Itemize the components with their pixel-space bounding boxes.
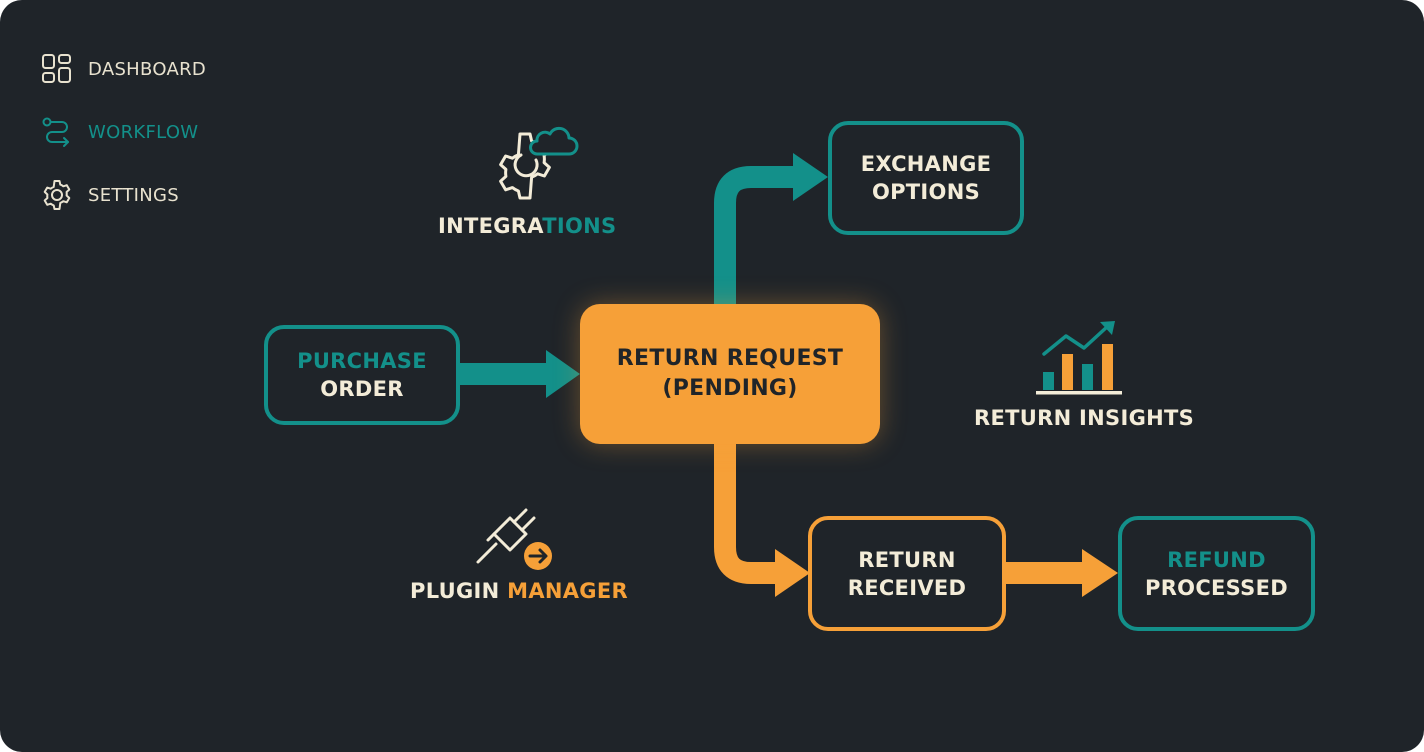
plugin-manager-label-part1: PLUGIN: [410, 579, 508, 603]
node-label-line2: RECEIVED: [847, 575, 967, 600]
arrow-purchase-to-request: [458, 350, 580, 398]
return-insights-label[interactable]: RETURN INSIGHTS: [974, 406, 1195, 430]
sidebar-item-dashboard[interactable]: DASHBOARD: [40, 52, 260, 86]
sidebar-item-label: WORKFLOW: [88, 121, 199, 143]
return-received-node[interactable]: RETURN RECEIVED: [808, 516, 1006, 631]
plugin-manager-label-part2: MANAGER: [507, 579, 628, 603]
purchase-order-node[interactable]: PURCHASE ORDER: [264, 325, 460, 425]
grid-icon: [42, 54, 71, 83]
node-label-line1: RETURN: [858, 547, 956, 572]
gear-icon: [43, 180, 71, 210]
exchange-options-node[interactable]: EXCHANGE OPTIONS: [828, 121, 1024, 235]
sidebar-item-label: SETTINGS: [88, 184, 180, 206]
integrations-label[interactable]: INTEGRATIONS: [438, 214, 616, 238]
arrow-request-to-exchange: [714, 153, 828, 304]
plugin-manager-label[interactable]: PLUGIN MANAGER: [410, 579, 628, 603]
workflow-icon: [42, 117, 69, 147]
integrations-label-part1: INTEGRA: [438, 214, 543, 238]
arrow-received-to-refund: [1004, 549, 1118, 597]
plug-icon: [476, 508, 552, 570]
sidebar-item-settings[interactable]: SETTINGS: [40, 178, 260, 212]
node-label-line1: REFUND: [1167, 547, 1266, 572]
gear-cloud-icon: [499, 126, 579, 200]
node-label-line1: RETURN REQUEST: [616, 346, 844, 371]
sidebar: DASHBOARD WORKFLOW SETTINGS: [40, 52, 260, 241]
node-label-line1: PURCHASE: [297, 349, 427, 373]
bar-chart-icon: [1036, 321, 1122, 395]
return-request-node[interactable]: RETURN REQUEST (PENDING): [580, 304, 880, 444]
node-label-line2: (PENDING): [662, 376, 798, 401]
sidebar-item-label: DASHBOARD: [88, 58, 207, 80]
integrations-label-part2: TIONS: [542, 214, 617, 238]
node-label-line2: ORDER: [320, 377, 404, 401]
arrow-request-to-received: [714, 444, 810, 597]
sidebar-item-workflow[interactable]: WORKFLOW: [40, 115, 260, 149]
node-label-line1: EXCHANGE: [860, 152, 992, 176]
node-label-line2: PROCESSED: [1145, 575, 1288, 600]
refund-processed-node[interactable]: REFUND PROCESSED: [1118, 516, 1315, 631]
node-label-line2: OPTIONS: [871, 180, 981, 204]
